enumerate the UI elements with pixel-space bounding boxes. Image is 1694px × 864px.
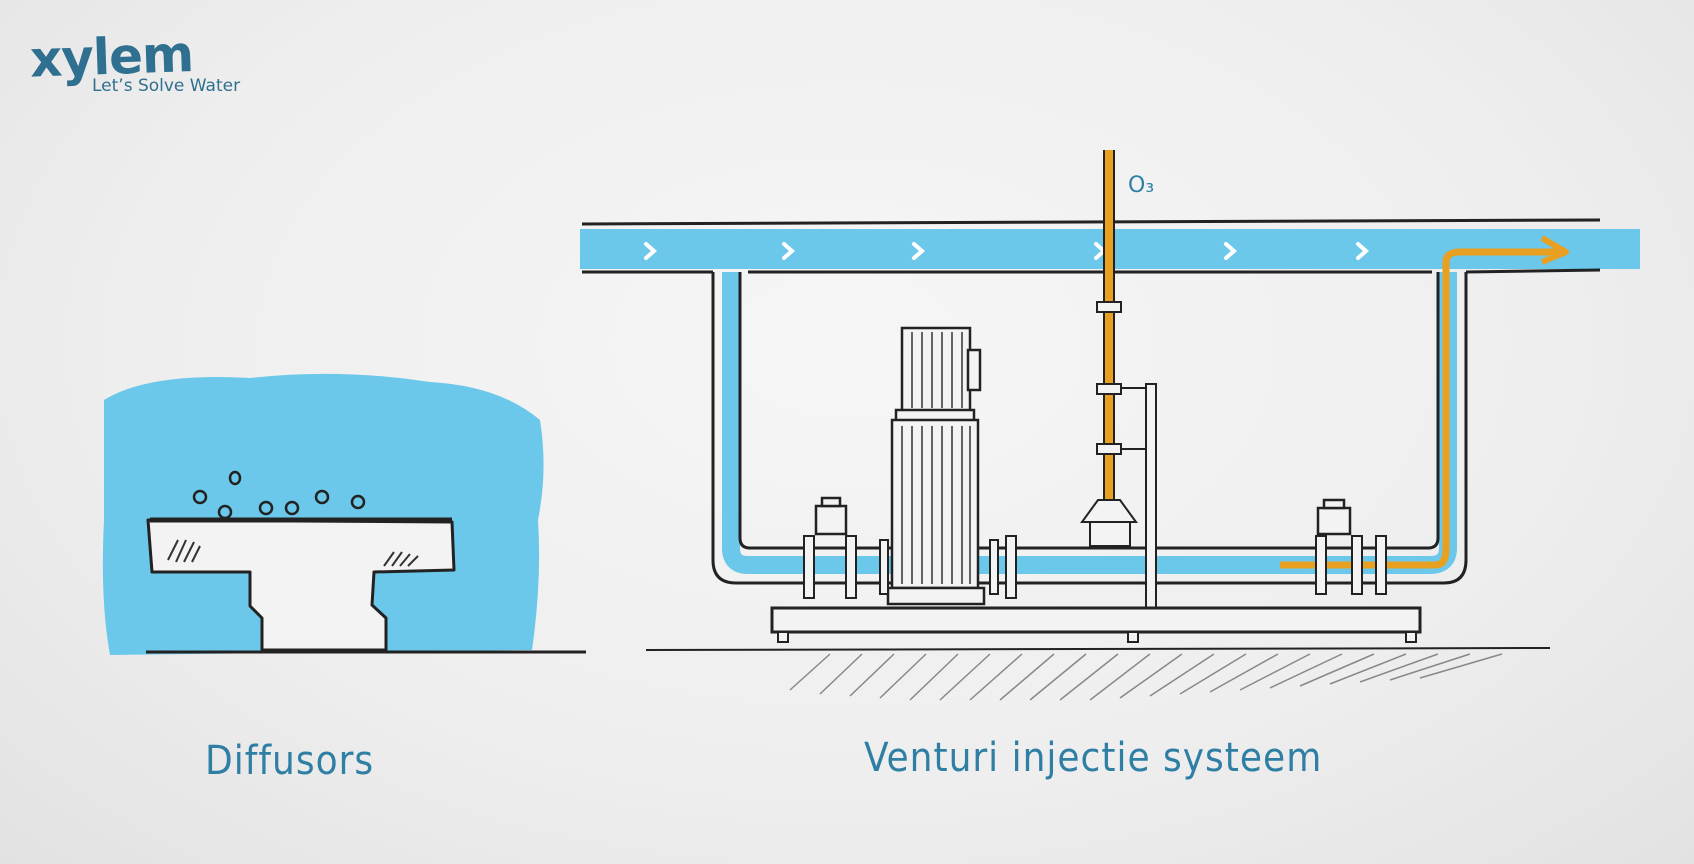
flow-arrows	[644, 242, 1370, 260]
ozone-line	[1080, 150, 1157, 615]
valve-left	[814, 496, 848, 536]
pump-hatching	[901, 332, 971, 584]
ground-line-right	[645, 647, 1551, 651]
valve-right	[1316, 498, 1352, 536]
xylem-logo: xylem Let’s Solve Water	[29, 25, 241, 96]
ground-hatching	[789, 653, 1503, 701]
diffusor-hatching	[167, 539, 419, 567]
skid-base	[770, 606, 1422, 634]
venturi-illustration: O₃	[580, 150, 1640, 701]
water-blob	[102, 373, 544, 655]
logo-tagline: Let’s Solve Water	[92, 76, 241, 96]
pump-motor	[886, 326, 986, 606]
skid-feet	[777, 631, 1417, 643]
ozone-flow-arrowhead	[1540, 235, 1569, 265]
diffusor-illustration	[102, 373, 586, 655]
ozone-flow-path	[1280, 248, 1566, 569]
air-bubbles	[192, 470, 366, 520]
ozone-label: O₃	[1128, 173, 1154, 198]
caption-diffusors: Diffusors	[205, 738, 375, 784]
pipe-flanges	[803, 535, 1387, 599]
diffusor-body	[146, 518, 456, 652]
caption-venturi: Venturi injectie systeem	[864, 735, 1323, 781]
